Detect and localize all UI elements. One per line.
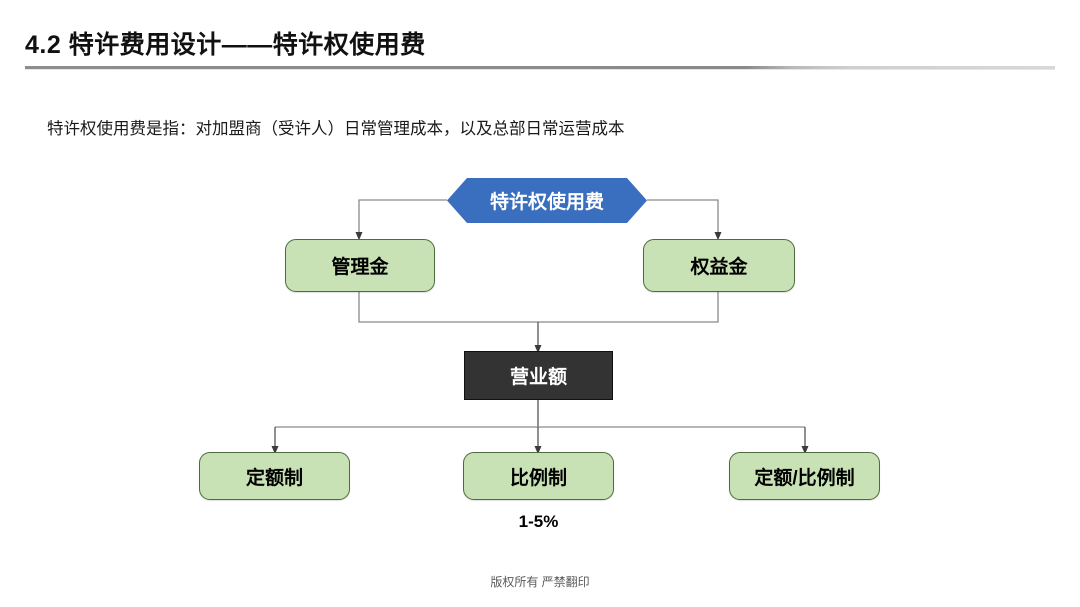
edge-royalty-to-management [355,199,447,241]
title-divider [25,66,1055,70]
ratio-note-label: 1-5% [518,512,559,531]
node-fixed-or-ratio[interactable]: 定额/比例制 [729,452,880,500]
edge-royalty-to-equity [647,199,722,241]
node-fixed-amount[interactable]: 定额制 [199,452,350,500]
edge-level1-bus [358,292,719,323]
node-management-fee[interactable]: 管理金 [285,239,435,292]
lead-paragraph: 特许权使用费是指：对加盟商（受许人）日常管理成本，以及总部日常运营成本 [47,120,625,138]
node-equity-fee[interactable]: 权益金 [643,239,795,292]
node-proportional[interactable]: 比例制 [463,452,614,500]
node-turnover[interactable]: 营业额 [464,351,613,400]
node-royalty-fee[interactable]: 特许权使用费 [447,178,647,223]
page-title: 4.2 特许费用设计——特许权使用费 [25,31,426,59]
footer-copyright: 版权所有 严禁翻印 [490,575,590,589]
